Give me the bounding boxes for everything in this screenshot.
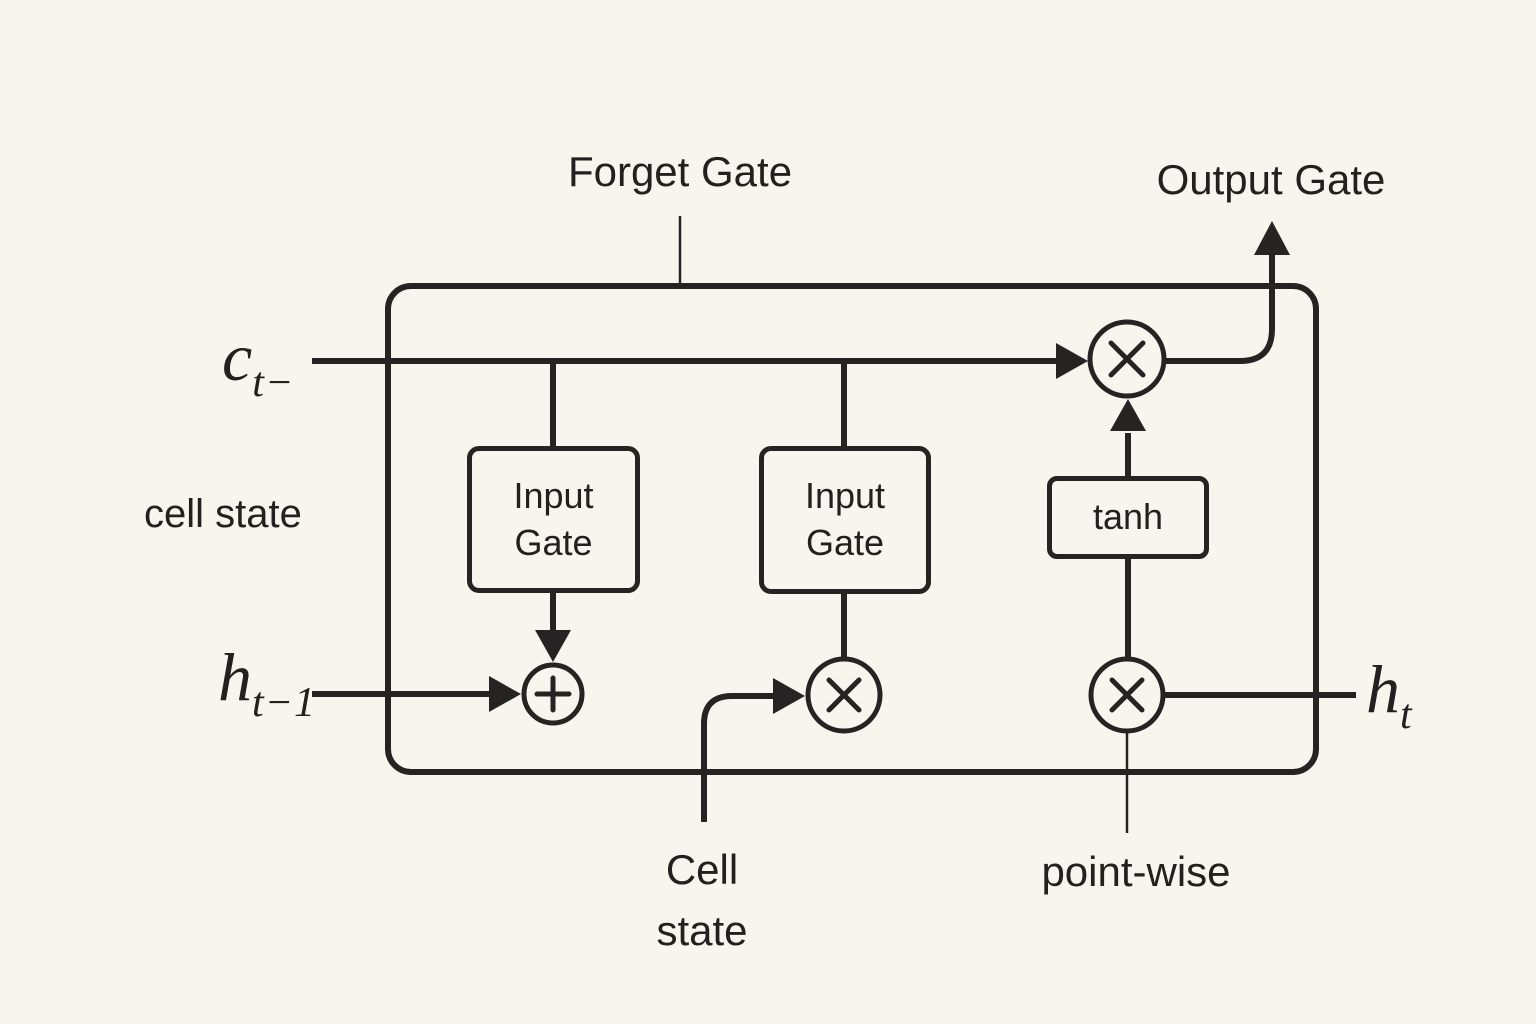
forget-gate-label: Forget Gate <box>567 148 793 195</box>
input-gate-1-box: Input Gate <box>467 446 640 593</box>
output-gate-arrowhead <box>1254 221 1290 255</box>
input-gate-1-arrowhead <box>535 630 571 662</box>
output-gate-label: Output Gate <box>1156 156 1386 203</box>
bottom-cell-state-line <box>701 693 775 822</box>
hidden-output-subscript: t <box>1400 692 1413 738</box>
tanh-up-arrowhead <box>1110 399 1146 431</box>
hidden-input-symbol: ht−1 <box>218 638 316 726</box>
cell-state-input-symbol: ct− <box>222 318 294 406</box>
hidden-output-symbol: ht <box>1366 650 1413 738</box>
input-gate-2-box: Input Gate <box>759 446 931 594</box>
multiply-icon <box>826 677 862 713</box>
cell-state-input-subscript: t− <box>252 360 295 406</box>
bottom-cell-state-arrowhead <box>773 678 805 714</box>
hidden-input-arrowhead <box>489 676 521 712</box>
lstm-cell-box <box>385 283 1319 775</box>
hidden-output-base: h <box>1366 651 1400 727</box>
point-wise-label: point-wise <box>1041 848 1231 895</box>
multiply-icon <box>1109 677 1145 713</box>
input-gate-2-label: Input Gate <box>804 475 886 563</box>
add-icon <box>534 675 572 713</box>
cell-state-arrowhead <box>1056 343 1088 379</box>
tanh-label: tanh <box>1092 496 1164 538</box>
cell-state-bottom-label: Cell state <box>656 846 748 954</box>
hidden-input-base: h <box>218 639 252 715</box>
hidden-input-subscript: t−1 <box>252 680 317 726</box>
output-gate-line <box>1163 253 1275 364</box>
input-gate-1-label: Input Gate <box>513 474 594 563</box>
cell-state-input-base: c <box>222 319 253 395</box>
multiply-icon <box>1108 340 1146 378</box>
tanh-box: tanh <box>1047 476 1209 559</box>
cell-state-left-label: cell state <box>144 492 302 536</box>
